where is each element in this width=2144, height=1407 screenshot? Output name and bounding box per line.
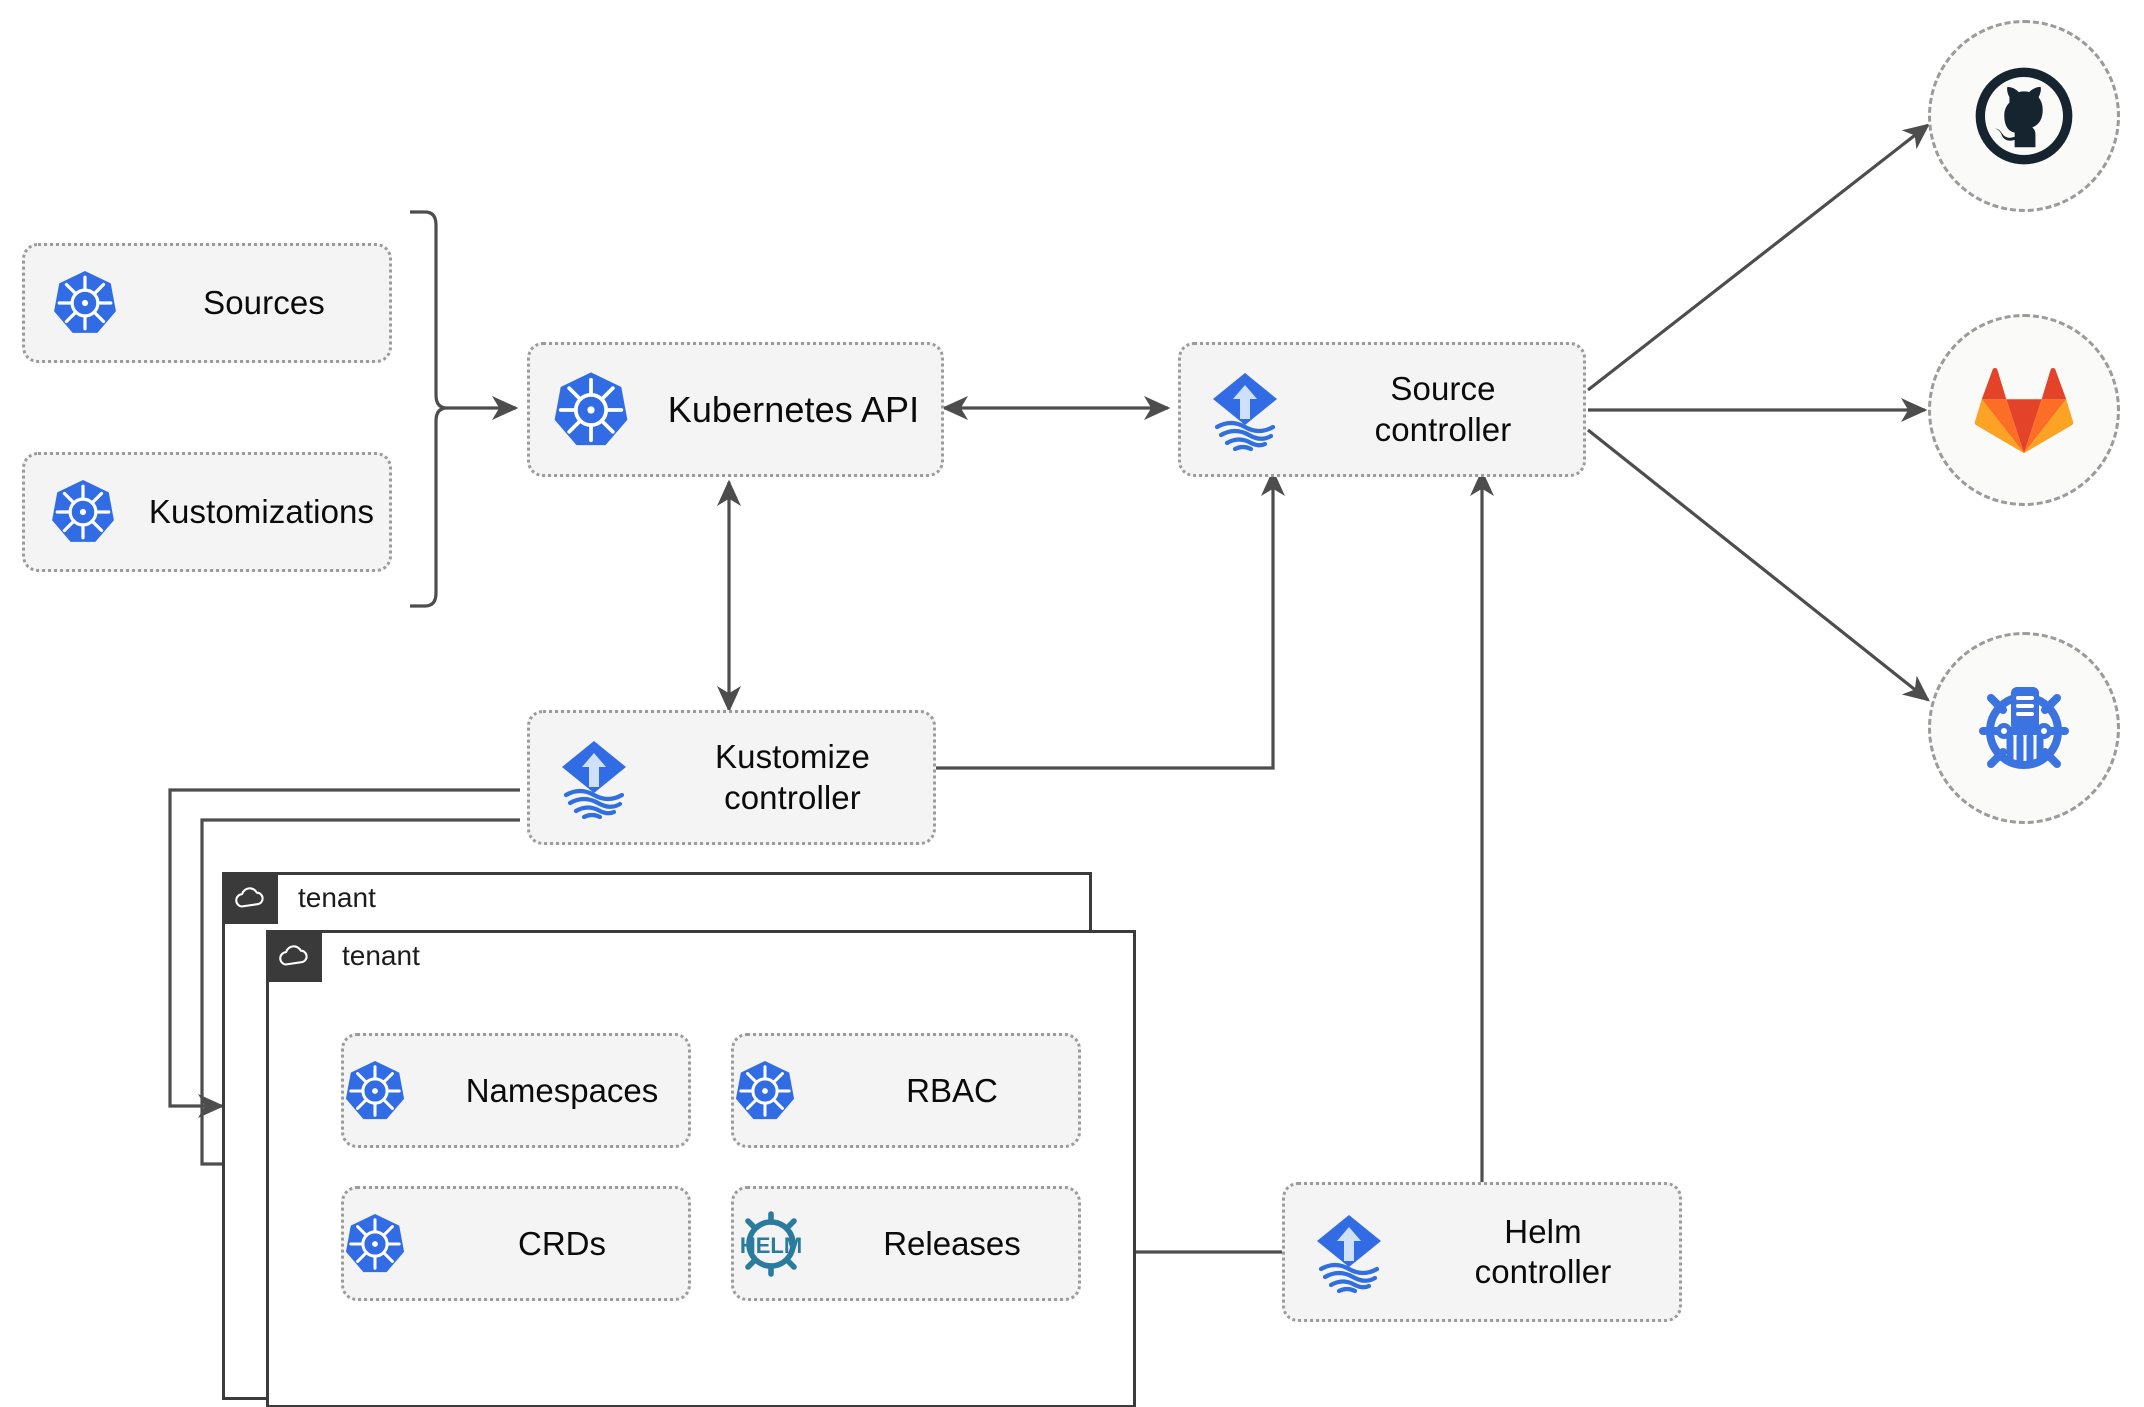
resource-rbac[interactable]: RBAC <box>731 1033 1081 1148</box>
node-helm-controller-label: Helm controller <box>1474 1212 1612 1290</box>
group-bracket <box>410 210 448 608</box>
edge-source-github <box>1587 123 1930 392</box>
node-kubernetes-api[interactable]: Kubernetes API <box>527 342 944 477</box>
node-source-controller[interactable]: Source controller <box>1178 342 1586 477</box>
tenant-front-name: tenant <box>342 940 420 971</box>
node-kustomize-controller-label: Kustomize controller <box>715 738 870 816</box>
tenant-front-header: tenant <box>266 930 420 982</box>
edge-kustomize-source <box>936 469 1285 770</box>
flux-icon <box>1181 369 1309 451</box>
kubernetes-icon <box>25 269 145 337</box>
provider-gitlab[interactable] <box>1928 314 2120 506</box>
provider-github[interactable] <box>1928 20 2120 212</box>
gitlab-icon <box>1974 368 2074 454</box>
resource-rbac-label: RBAC <box>906 1071 998 1109</box>
resource-releases-label: Releases <box>883 1224 1021 1262</box>
node-kubernetes-api-label: Kubernetes API <box>667 388 920 430</box>
tenant-back-name: tenant <box>298 882 376 913</box>
node-kustomize-controller[interactable]: Kustomize controller <box>527 710 936 845</box>
node-sources-label: Sources <box>203 283 325 321</box>
resource-crds[interactable]: CRDs <box>341 1186 691 1301</box>
resource-namespaces-label: Namespaces <box>465 1071 659 1109</box>
provider-helm-repository[interactable] <box>1928 632 2120 824</box>
kubernetes-icon <box>25 478 140 546</box>
helm-chart-repository-icon <box>1979 687 2069 769</box>
cloud-icon <box>222 872 278 924</box>
node-sources[interactable]: Sources <box>22 243 392 363</box>
edge-source-helmrepo <box>1587 428 1930 702</box>
svg-text:HELM: HELM <box>740 1233 802 1258</box>
tenant-front[interactable]: tenant Namespaces <box>266 930 1136 1407</box>
node-kustomizations-label: Kustomizations <box>148 492 375 530</box>
kubernetes-icon <box>734 1059 834 1123</box>
resource-releases[interactable]: HELM Releases <box>731 1186 1081 1301</box>
node-kustomizations[interactable]: Kustomizations <box>22 452 392 572</box>
cloud-icon <box>266 930 322 982</box>
flux-icon <box>1285 1211 1413 1293</box>
resource-crds-label: CRDs <box>518 1224 606 1262</box>
flux-icon <box>530 737 658 819</box>
kubernetes-icon <box>344 1059 444 1123</box>
kubernetes-icon <box>344 1212 444 1276</box>
github-icon <box>1975 67 2073 165</box>
tenant-back-header: tenant <box>222 872 376 924</box>
node-helm-controller[interactable]: Helm controller <box>1282 1182 1682 1322</box>
resource-namespaces[interactable]: Namespaces <box>341 1033 691 1148</box>
node-source-controller-label: Source controller <box>1374 370 1512 448</box>
kubernetes-icon <box>530 370 652 450</box>
helm-icon: HELM <box>734 1208 834 1280</box>
